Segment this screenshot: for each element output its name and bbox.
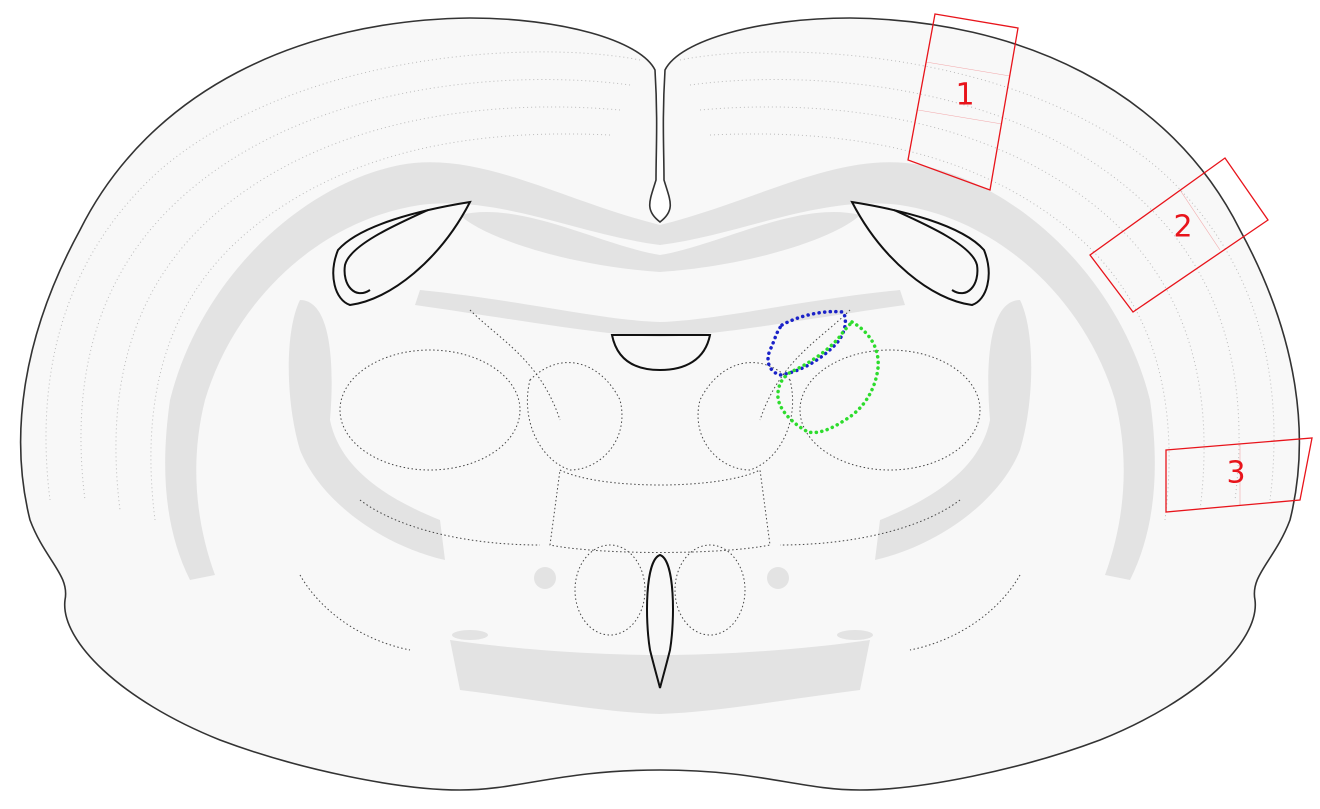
box-label-3: 3: [1226, 456, 1245, 491]
box-label-2: 2: [1173, 210, 1192, 245]
box-label-1: 1: [955, 78, 974, 113]
